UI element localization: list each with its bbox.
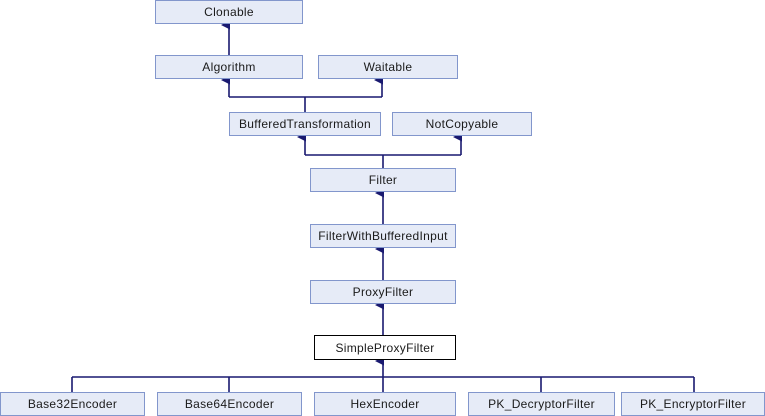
node-bufferedtransformation[interactable]: BufferedTransformation — [229, 112, 381, 136]
node-base64encoder[interactable]: Base64Encoder — [157, 392, 302, 416]
node-label: NotCopyable — [425, 117, 499, 131]
node-label: Base64Encoder — [184, 397, 275, 411]
node-notcopyable[interactable]: NotCopyable — [392, 112, 532, 136]
node-label: Clonable — [204, 5, 254, 19]
node-proxyfilter[interactable]: ProxyFilter — [310, 280, 456, 304]
node-label: Filter — [368, 173, 398, 187]
node-base32encoder[interactable]: Base32Encoder — [0, 392, 145, 416]
node-algorithm[interactable]: Algorithm — [155, 55, 303, 79]
node-label: SimpleProxyFilter — [335, 340, 435, 355]
node-label: Algorithm — [202, 60, 256, 74]
node-hexencoder[interactable]: HexEncoder — [314, 392, 456, 416]
node-simpleproxyfilter[interactable]: SimpleProxyFilter — [314, 335, 456, 360]
node-filter[interactable]: Filter — [310, 168, 456, 192]
node-label: Base32Encoder — [27, 397, 118, 411]
node-pk-decryptorfilter[interactable]: PK_DecryptorFilter — [468, 392, 615, 416]
node-clonable[interactable]: Clonable — [155, 0, 303, 24]
node-label: HexEncoder — [350, 397, 420, 411]
node-filterwithbufferedinput[interactable]: FilterWithBufferedInput — [310, 224, 456, 248]
node-pk-encryptorfilter[interactable]: PK_EncryptorFilter — [621, 392, 765, 416]
node-waitable[interactable]: Waitable — [318, 55, 458, 79]
node-label: PK_DecryptorFilter — [488, 397, 595, 411]
node-label: FilterWithBufferedInput — [318, 229, 448, 243]
node-label: BufferedTransformation — [239, 117, 371, 131]
node-label: PK_EncryptorFilter — [639, 397, 747, 411]
node-label: ProxyFilter — [352, 285, 414, 299]
node-label: Waitable — [363, 60, 413, 74]
